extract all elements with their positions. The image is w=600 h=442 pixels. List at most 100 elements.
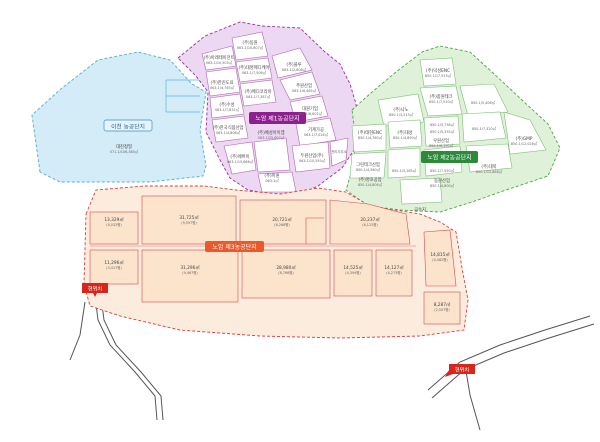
z3-lot-3-sub: (6,122평) xyxy=(362,222,378,227)
z1-lot-4-sub: 063-1/7,387㎡ xyxy=(246,94,271,99)
z3-lot-8-sub: (4,273평) xyxy=(386,270,402,275)
z1-parcel xyxy=(291,141,331,173)
z3-parcel-10 xyxy=(423,291,461,325)
z3-parcel-6 xyxy=(241,249,331,299)
z3-lot-0-sub: (4,032평) xyxy=(106,222,122,227)
z1-parcel xyxy=(211,115,249,143)
zone-1: 노암 제1농공단지 (주)동원 063-1/10,807㎡ (주)아레테이전트 … xyxy=(177,21,358,195)
z1-parcel xyxy=(231,31,269,61)
z1-lot-8: 주원산업 xyxy=(296,82,312,89)
road-right-b xyxy=(431,323,595,399)
location-marker-left[interactable]: 현위치 xyxy=(82,283,108,297)
z3-lot-6-sub: (8,766평) xyxy=(278,270,294,275)
z1-lot-6: (주)수성 xyxy=(219,101,234,108)
z2-parcel xyxy=(459,83,509,117)
z3-parcel-0 xyxy=(89,211,139,245)
z1-lot-6-sub: 063-1/7,831㎡ xyxy=(215,107,240,112)
z2-lot-8: 우원산업 xyxy=(433,137,449,144)
zone-1-lot-labels: (주)동원 063-1/10,807㎡ (주)아레테이전트 063-1/10,5… xyxy=(203,39,346,183)
location-marker-left-label: 현위치 xyxy=(88,284,103,292)
z2-parcel xyxy=(465,143,513,173)
z2-lot-9: (주)GMP xyxy=(516,136,533,142)
z1-parcel xyxy=(223,141,257,175)
z3-lot-4: 11,296㎡ xyxy=(104,259,124,266)
z2-parcel xyxy=(351,123,387,153)
z1-lot-4: (주)메디코리아 xyxy=(244,88,271,95)
z1-lot-2: (주)대명메디케어 xyxy=(238,64,269,71)
z3-parcel-4 xyxy=(89,249,139,285)
z1-lot-14-sub: 063-1/10,550㎡ xyxy=(299,158,326,163)
z2-parcel xyxy=(503,111,547,155)
z1-lot-11: 기계가공 xyxy=(308,126,324,133)
zone-1-parcels xyxy=(201,31,349,193)
z2-lot-13-sub: 850-1/5,185㎡ xyxy=(392,168,417,173)
z1-lot-13: 관리사무소 xyxy=(331,149,347,154)
z2-lot-8-sub: 850-1/6,190㎡ xyxy=(429,143,454,148)
zone-2-parcels xyxy=(349,57,547,205)
z1-parcel xyxy=(239,79,277,107)
z2-lot-5-sub: 850-1/5,406㎡ xyxy=(471,100,496,105)
z3-lot-4-sub: (3,417평) xyxy=(106,265,122,270)
z1-lot-10-sub: 063-1/25,607㎡ xyxy=(258,135,285,140)
z3-parcel-7 xyxy=(333,249,373,297)
location-marker-right-pointer xyxy=(445,370,453,377)
zone-3-lot-labels: 13,329㎡ (4,032평) 31,725㎡ (9,597평) 20,721… xyxy=(104,214,451,312)
road-left-b xyxy=(100,295,164,421)
z3-parcel-3 xyxy=(329,199,411,245)
z1-lot-11-sub: 063-1/7,024㎡ xyxy=(304,132,329,137)
label-zone-2: 노암 제2농공단지 xyxy=(427,154,471,162)
label-blue-zone: 이천 농공단지 xyxy=(111,122,145,130)
z3-lot-7: 14,525㎡ xyxy=(343,264,363,271)
z3-lot-5-sub: (9,467평) xyxy=(182,270,198,275)
z1-lot-15-sub: 063-1㎡ xyxy=(265,178,279,183)
zone-blue-area xyxy=(31,51,207,183)
label-blue-zone-bg xyxy=(103,119,153,132)
label-zone-1-bg xyxy=(249,112,306,124)
z3-lot-6: 28,980㎡ xyxy=(276,264,296,271)
location-marker-right-label: 현위치 xyxy=(455,365,470,373)
z2-lot-2: (주)나노 xyxy=(393,106,408,113)
z2-lot-3-sub: 850-1/4,760㎡ xyxy=(358,135,383,140)
z1-parcel xyxy=(209,93,245,119)
zone-3: 노암 제3농공단지 13,329㎡ (4,032평) 31,725㎡ (9,59… xyxy=(83,185,469,339)
label-zone-1: 노암 제1농공단지 xyxy=(255,115,299,123)
zone-3-parcels xyxy=(89,195,461,325)
z1-lot-1-sub: 063-1/10,505㎡ xyxy=(206,60,233,65)
z2-lot-14-sub: 850-1/12,888㎡ xyxy=(476,169,503,174)
z3-lot-10: 8,287㎡ xyxy=(434,301,451,308)
location-marker-right[interactable]: 현위치 xyxy=(445,364,475,377)
z2-lot-0: (주)덕성ENC xyxy=(426,67,450,74)
z2-lot-15: 동원산업 xyxy=(434,177,450,184)
z1-lot-8-sub: 063-1/6,465㎡ xyxy=(292,88,317,93)
z2-parcel xyxy=(399,177,443,205)
z3-lot-7-sub: (4,394평) xyxy=(345,270,361,275)
z3-parcel-1 xyxy=(141,195,237,245)
z1-parcel xyxy=(235,57,273,83)
location-marker-left-pointer xyxy=(93,293,97,297)
z2-lot-10-sub: 850-1/5,738㎡ xyxy=(430,122,455,127)
blue-lot-name: 대진정밀 xyxy=(116,143,132,150)
label-zone-3-bg xyxy=(205,241,264,252)
location-marker-left-bg xyxy=(82,283,108,293)
z2-lot-3: (주)태현ENC xyxy=(358,129,382,136)
zone-2: 노암 제2농공단지 (주)덕성ENC 850-1/17,915㎡ (주)종원테크… xyxy=(345,45,561,213)
z1-lot-0: (주)동원 xyxy=(242,39,257,46)
z1-lot-12: (주)에버이 xyxy=(230,153,249,160)
z1-lot-5: (주)블루 xyxy=(286,61,301,68)
z1-parcel xyxy=(201,45,237,71)
z2-lot-1-sub: 850-1/7,520㎡ xyxy=(429,99,454,104)
z2-lot-9-sub: 850-1/12,028㎡ xyxy=(511,141,538,146)
label-zone-3: 노암 제3농공단지 xyxy=(212,243,256,251)
z1-parcel xyxy=(205,67,241,97)
z1-lot-10: (주)예성아이엠 xyxy=(257,129,284,136)
z3-parcel-5 xyxy=(141,249,239,303)
z3-lot-9-sub: (4,482평) xyxy=(432,257,448,262)
zone-3-divider xyxy=(305,217,324,244)
z1-lot-7: (주)한국식품산업 xyxy=(212,124,243,131)
z1-lot-14: 두원산업(주) xyxy=(300,152,323,159)
z2-lot-11: 그린테크산업 xyxy=(356,161,380,168)
z3-lot-2: 20,721㎡ xyxy=(272,216,292,223)
z2-lot-14: (주)대북 xyxy=(481,163,496,170)
z2-parcel xyxy=(387,119,423,149)
